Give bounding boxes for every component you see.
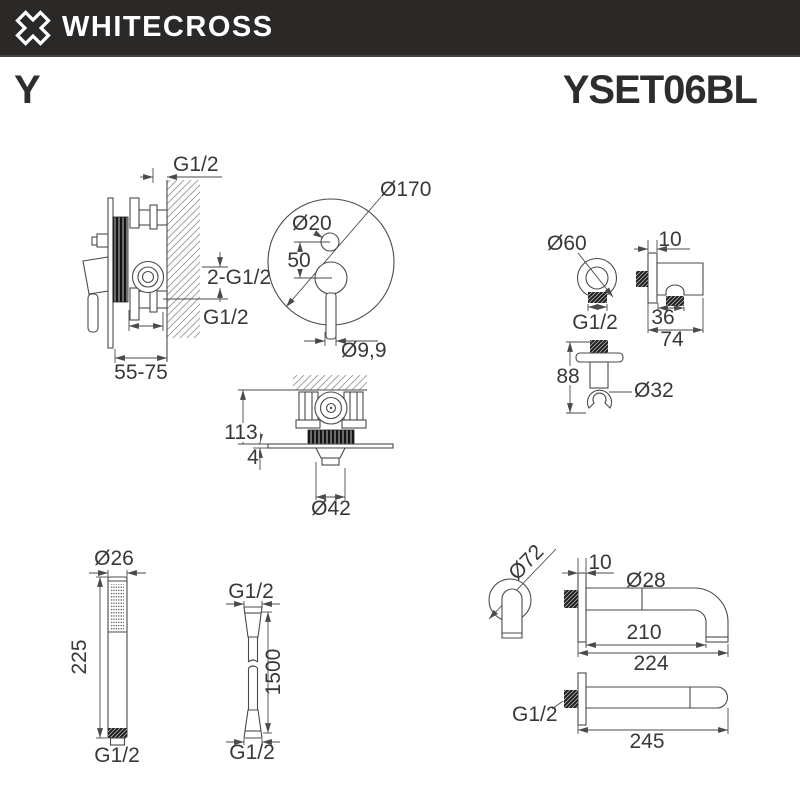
trim-plate-dimensions <box>294 230 378 346</box>
dim-spout-reach: 210 <box>626 621 661 644</box>
dim-outlet-flange-diameter: Ø60 <box>547 232 587 255</box>
dim-spout-pipe-diameter: Ø28 <box>626 569 666 592</box>
valve-side-dimensions <box>114 168 228 363</box>
valve-top-view-drawing: 113 4 Ø42 <box>224 375 394 520</box>
hose-drawing: G1/2 1500 G1/2 <box>226 580 285 764</box>
valve-side-view-drawing: G1/2 2-G1/2 G1/2 55-75 <box>82 153 271 384</box>
hose-dimensions <box>226 601 280 745</box>
dim-handshower-length: 225 <box>68 639 91 674</box>
spout-top-drawing: G1/2 245 <box>512 672 729 753</box>
outlet-holder-dimensions <box>587 240 704 333</box>
series-title: Y <box>14 68 41 112</box>
dim-hose-top-thread: G1/2 <box>228 580 274 603</box>
outlet-front-holder-side-drawing: Ø60 G1/2 10 36 74 <box>547 228 704 351</box>
brand-header: WHITECROSS <box>0 0 800 57</box>
dim-outlet-thread: G1/2 <box>572 311 618 334</box>
dim-hose-bottom-thread: G1/2 <box>229 741 275 764</box>
dim-spout-flange-thickness: 10 <box>588 551 611 574</box>
dim-install-depth: 113 <box>224 421 257 444</box>
dim-lever-tip-diameter: Ø9,9 <box>341 339 387 362</box>
dim-valve-top-thread: G1/2 <box>173 153 219 176</box>
dim-holder-depth-total: 74 <box>660 328 684 351</box>
trim-plate-front-drawing: Ø170 Ø20 50 Ø9,9 <box>267 178 431 362</box>
spout-side-dimensions <box>562 558 729 657</box>
dim-elbow-height: 88 <box>556 365 579 388</box>
hand-shower-drawing: Ø26 225 G1/2 <box>68 547 146 767</box>
dim-plate-diameter: Ø170 <box>380 178 431 201</box>
dim-spout-flange-diameter: Ø72 <box>504 540 548 585</box>
dim-holder-depth-front: 36 <box>651 306 674 329</box>
dim-valve-ports: 2-G1/2 <box>207 266 271 289</box>
whitecross-logo-icon <box>15 9 51 46</box>
dim-valve-depth-range: 55-75 <box>114 361 168 384</box>
brand-name: WHITECROSS <box>62 11 274 43</box>
dim-handshower-thread: G1/2 <box>94 744 140 767</box>
dim-holder-plate-thickness: 10 <box>658 228 681 251</box>
hand-shower-dimensions <box>89 570 146 739</box>
title-row: Y YSET06BL <box>0 62 800 114</box>
dim-hook-diameter: Ø32 <box>634 379 674 402</box>
dim-plate-thickness: 4 <box>247 446 259 469</box>
dim-head-diameter: Ø26 <box>94 547 134 570</box>
spout-side-drawing: 10 Ø28 210 224 <box>562 551 729 675</box>
dim-spout-total-length: 224 <box>633 652 668 675</box>
dim-hose-length: 1500 <box>262 649 285 696</box>
model-number: YSET06BL <box>562 68 758 112</box>
dim-spout-top-length: 245 <box>629 730 664 753</box>
dim-center-distance: 50 <box>287 249 310 272</box>
dim-spout-top-thread: G1/2 <box>512 703 558 726</box>
outlet-elbow-side-drawing: 88 Ø32 <box>555 340 674 414</box>
dim-button-diameter: Ø20 <box>292 212 332 235</box>
spout-top-dimensions <box>551 700 729 734</box>
dim-body-diameter: Ø42 <box>311 497 351 520</box>
dim-valve-bottom-thread: G1/2 <box>203 306 249 329</box>
spout-front-drawing: Ø72 <box>488 540 557 639</box>
